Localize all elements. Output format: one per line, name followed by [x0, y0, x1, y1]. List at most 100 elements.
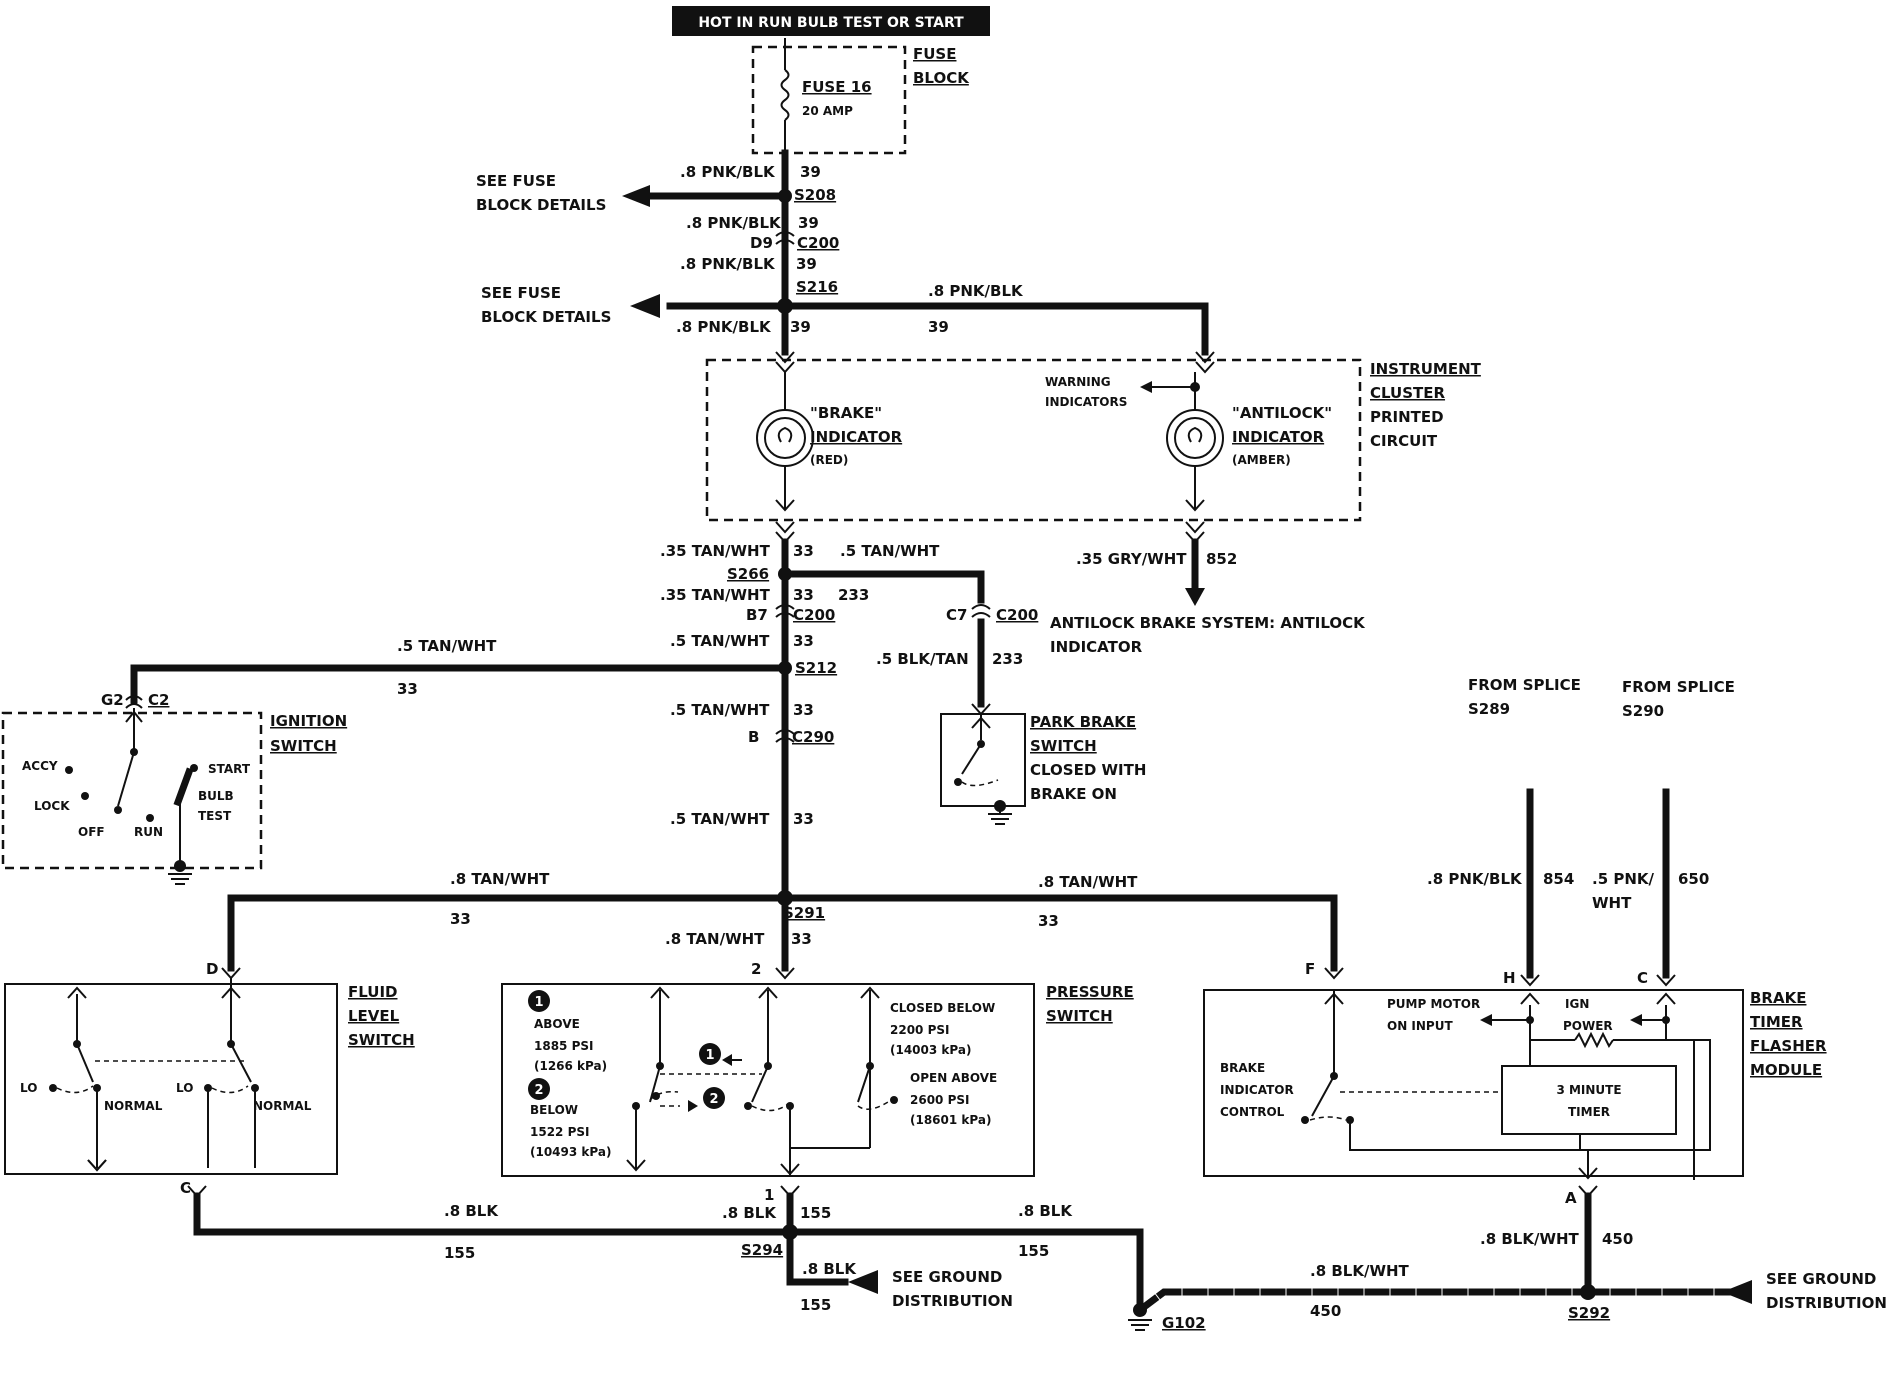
diagram-label: 2: [709, 1092, 718, 1107]
ground-icon: [168, 873, 192, 885]
circuit-33-wiring: [125, 521, 1344, 980]
ignition-switch: ACCY LOCK OFF RUN START BULB TEST IGNITI…: [1, 708, 347, 885]
diagram-label: D: [206, 960, 218, 978]
circuit-450-ground-wiring: [1135, 1185, 1752, 1315]
diagram-label: (10493 kPa): [530, 1145, 611, 1159]
note-2-icon: [528, 1078, 550, 1100]
diagram-label: .5 TAN/WHT: [670, 632, 770, 650]
diagram-label: .8 TAN/WHT: [1038, 873, 1138, 891]
three-minute-timer: [1501, 1065, 1677, 1135]
diagram-label: RUN: [134, 825, 163, 839]
diagram-label: C200: [797, 234, 839, 252]
diagram-label: FLASHER: [1750, 1037, 1827, 1055]
diagram-label: ABOVE: [534, 1017, 580, 1031]
diagram-label: "ANTILOCK": [1232, 404, 1332, 422]
note-1-icon: [528, 990, 550, 1012]
diagram-label: .8 BLK: [722, 1204, 777, 1222]
diagram-label: BULB: [198, 789, 234, 803]
diagram-label: SWITCH: [348, 1031, 415, 1049]
diagram-label: 1885 PSI: [534, 1039, 593, 1053]
diagram-label: SWITCH: [270, 737, 337, 755]
diagram-label: 1: [534, 995, 543, 1010]
diagram-label: FROM SPLICE: [1468, 676, 1581, 694]
circuit-155-ground-wiring: [187, 1185, 1152, 1331]
diagram-label: 1: [705, 1048, 714, 1063]
diagram-label: .5 TAN/WHT: [397, 637, 497, 655]
diagram-label: TIMER: [1750, 1013, 1803, 1031]
diagram-label: 33: [791, 930, 812, 948]
diagram-label: 33: [793, 701, 814, 719]
arrow-left-icon: [1140, 381, 1152, 393]
diagram-label: .8 PNK/BLK: [680, 255, 776, 273]
diagram-label: S216: [796, 278, 838, 296]
diagram-label: .8 PNK/BLK: [676, 318, 772, 336]
diagram-label: .8 PNK/BLK: [686, 214, 782, 232]
diagram-label: PRINTED: [1370, 408, 1444, 426]
note-2-icon: [703, 1087, 725, 1109]
diagram-label: DISTRIBUTION: [892, 1292, 1013, 1310]
diagram-label: BLOCK: [913, 69, 970, 87]
circuit-233-wiring: [781, 570, 991, 716]
see-fuse-block-details-2: SEE FUSE BLOCK DETAILS: [481, 284, 611, 326]
diagram-label: ACCY: [22, 759, 58, 773]
diagram-label: WARNING: [1045, 375, 1111, 389]
diagram-label: BRAKE ON: [1030, 785, 1117, 803]
diagram-label: BLOCK DETAILS: [481, 308, 611, 326]
diagram-label: .8 PNK/BLK: [1427, 870, 1523, 888]
diagram-label: C: [180, 1179, 191, 1197]
see-ground-distribution-2: SEE GROUND DISTRIBUTION: [1766, 1270, 1887, 1312]
diagram-label: INDICATOR: [1050, 638, 1143, 656]
diagram-label: .5 PNK/: [1592, 870, 1655, 888]
diagram-label: SEE FUSE: [481, 284, 561, 302]
diagram-label: INDICATOR: [1220, 1083, 1294, 1097]
diagram-label: (RED): [810, 453, 848, 467]
diagram-label: .8 TAN/WHT: [450, 870, 550, 888]
diagram-label: FUSE: [913, 45, 956, 63]
diagram-label: TIMER: [1568, 1105, 1610, 1119]
diagram-label: 2600 PSI: [910, 1093, 969, 1107]
connector-c200-icon: [971, 604, 991, 618]
fluid-level-switch: LO NORMAL LO NORMAL FLUID LEVEL SWITCH: [4, 978, 415, 1175]
see-fuse-block-details-1: SEE FUSE BLOCK DETAILS: [476, 172, 606, 214]
diagram-label: .5 TAN/WHT: [670, 701, 770, 719]
diagram-label: LO: [176, 1081, 193, 1095]
arrow-left-icon: [630, 294, 660, 318]
arrow-down-icon: [1185, 588, 1205, 606]
diagram-label: C290: [792, 728, 834, 746]
splice-s294: [782, 1224, 798, 1240]
diagram-label: S292: [1568, 1304, 1610, 1322]
diagram-label: INDICATORS: [1045, 395, 1127, 409]
diagram-label: HOT IN RUN BULB TEST OR START: [698, 15, 964, 31]
diagram-label: F: [1305, 960, 1315, 978]
diagram-label: C7: [946, 606, 967, 624]
header-banner: HOT IN RUN BULB TEST OR START: [672, 6, 990, 36]
diagram-label: G2: [101, 691, 124, 709]
diagram-label: LO: [20, 1081, 37, 1095]
diagram-label: "BRAKE": [810, 404, 882, 422]
see-ground-distribution-1: SEE GROUND DISTRIBUTION: [892, 1268, 1013, 1310]
diagram-label: START: [208, 762, 251, 776]
circuit-852-wiring: [1185, 521, 1205, 606]
diagram-label: 33: [397, 680, 418, 698]
diagram-label: S291: [783, 904, 825, 922]
pressure-switch: 1 2 1 2 ABOVE 1885 PSI (1266 kPa) BELOW …: [501, 983, 1134, 1177]
diagram-label: 450: [1602, 1230, 1633, 1248]
arrow-left-icon: [848, 1270, 878, 1294]
diagram-label: 2: [534, 1083, 543, 1098]
diagram-label: WHT: [1592, 894, 1632, 912]
diagram-label: .8 TAN/WHT: [665, 930, 765, 948]
diagram-label: .8 BLK/WHT: [1480, 1230, 1580, 1248]
connector-c290-icon: [775, 729, 795, 743]
diagram-label: 39: [790, 318, 811, 336]
resistor-icon: [1574, 1031, 1614, 1049]
diagram-label: PUMP MOTOR: [1387, 997, 1480, 1011]
diagram-label: S294: [741, 1241, 783, 1259]
diagram-label: BLOCK DETAILS: [476, 196, 606, 214]
diagram-label: 33: [793, 632, 814, 650]
diagram-label: C200: [996, 606, 1038, 624]
diagram-label: ANTILOCK BRAKE SYSTEM: ANTILOCK: [1050, 614, 1366, 632]
diagram-label: SWITCH: [1046, 1007, 1113, 1025]
diagram-label: NORMAL: [104, 1099, 163, 1113]
diagram-label: 155: [1018, 1242, 1049, 1260]
